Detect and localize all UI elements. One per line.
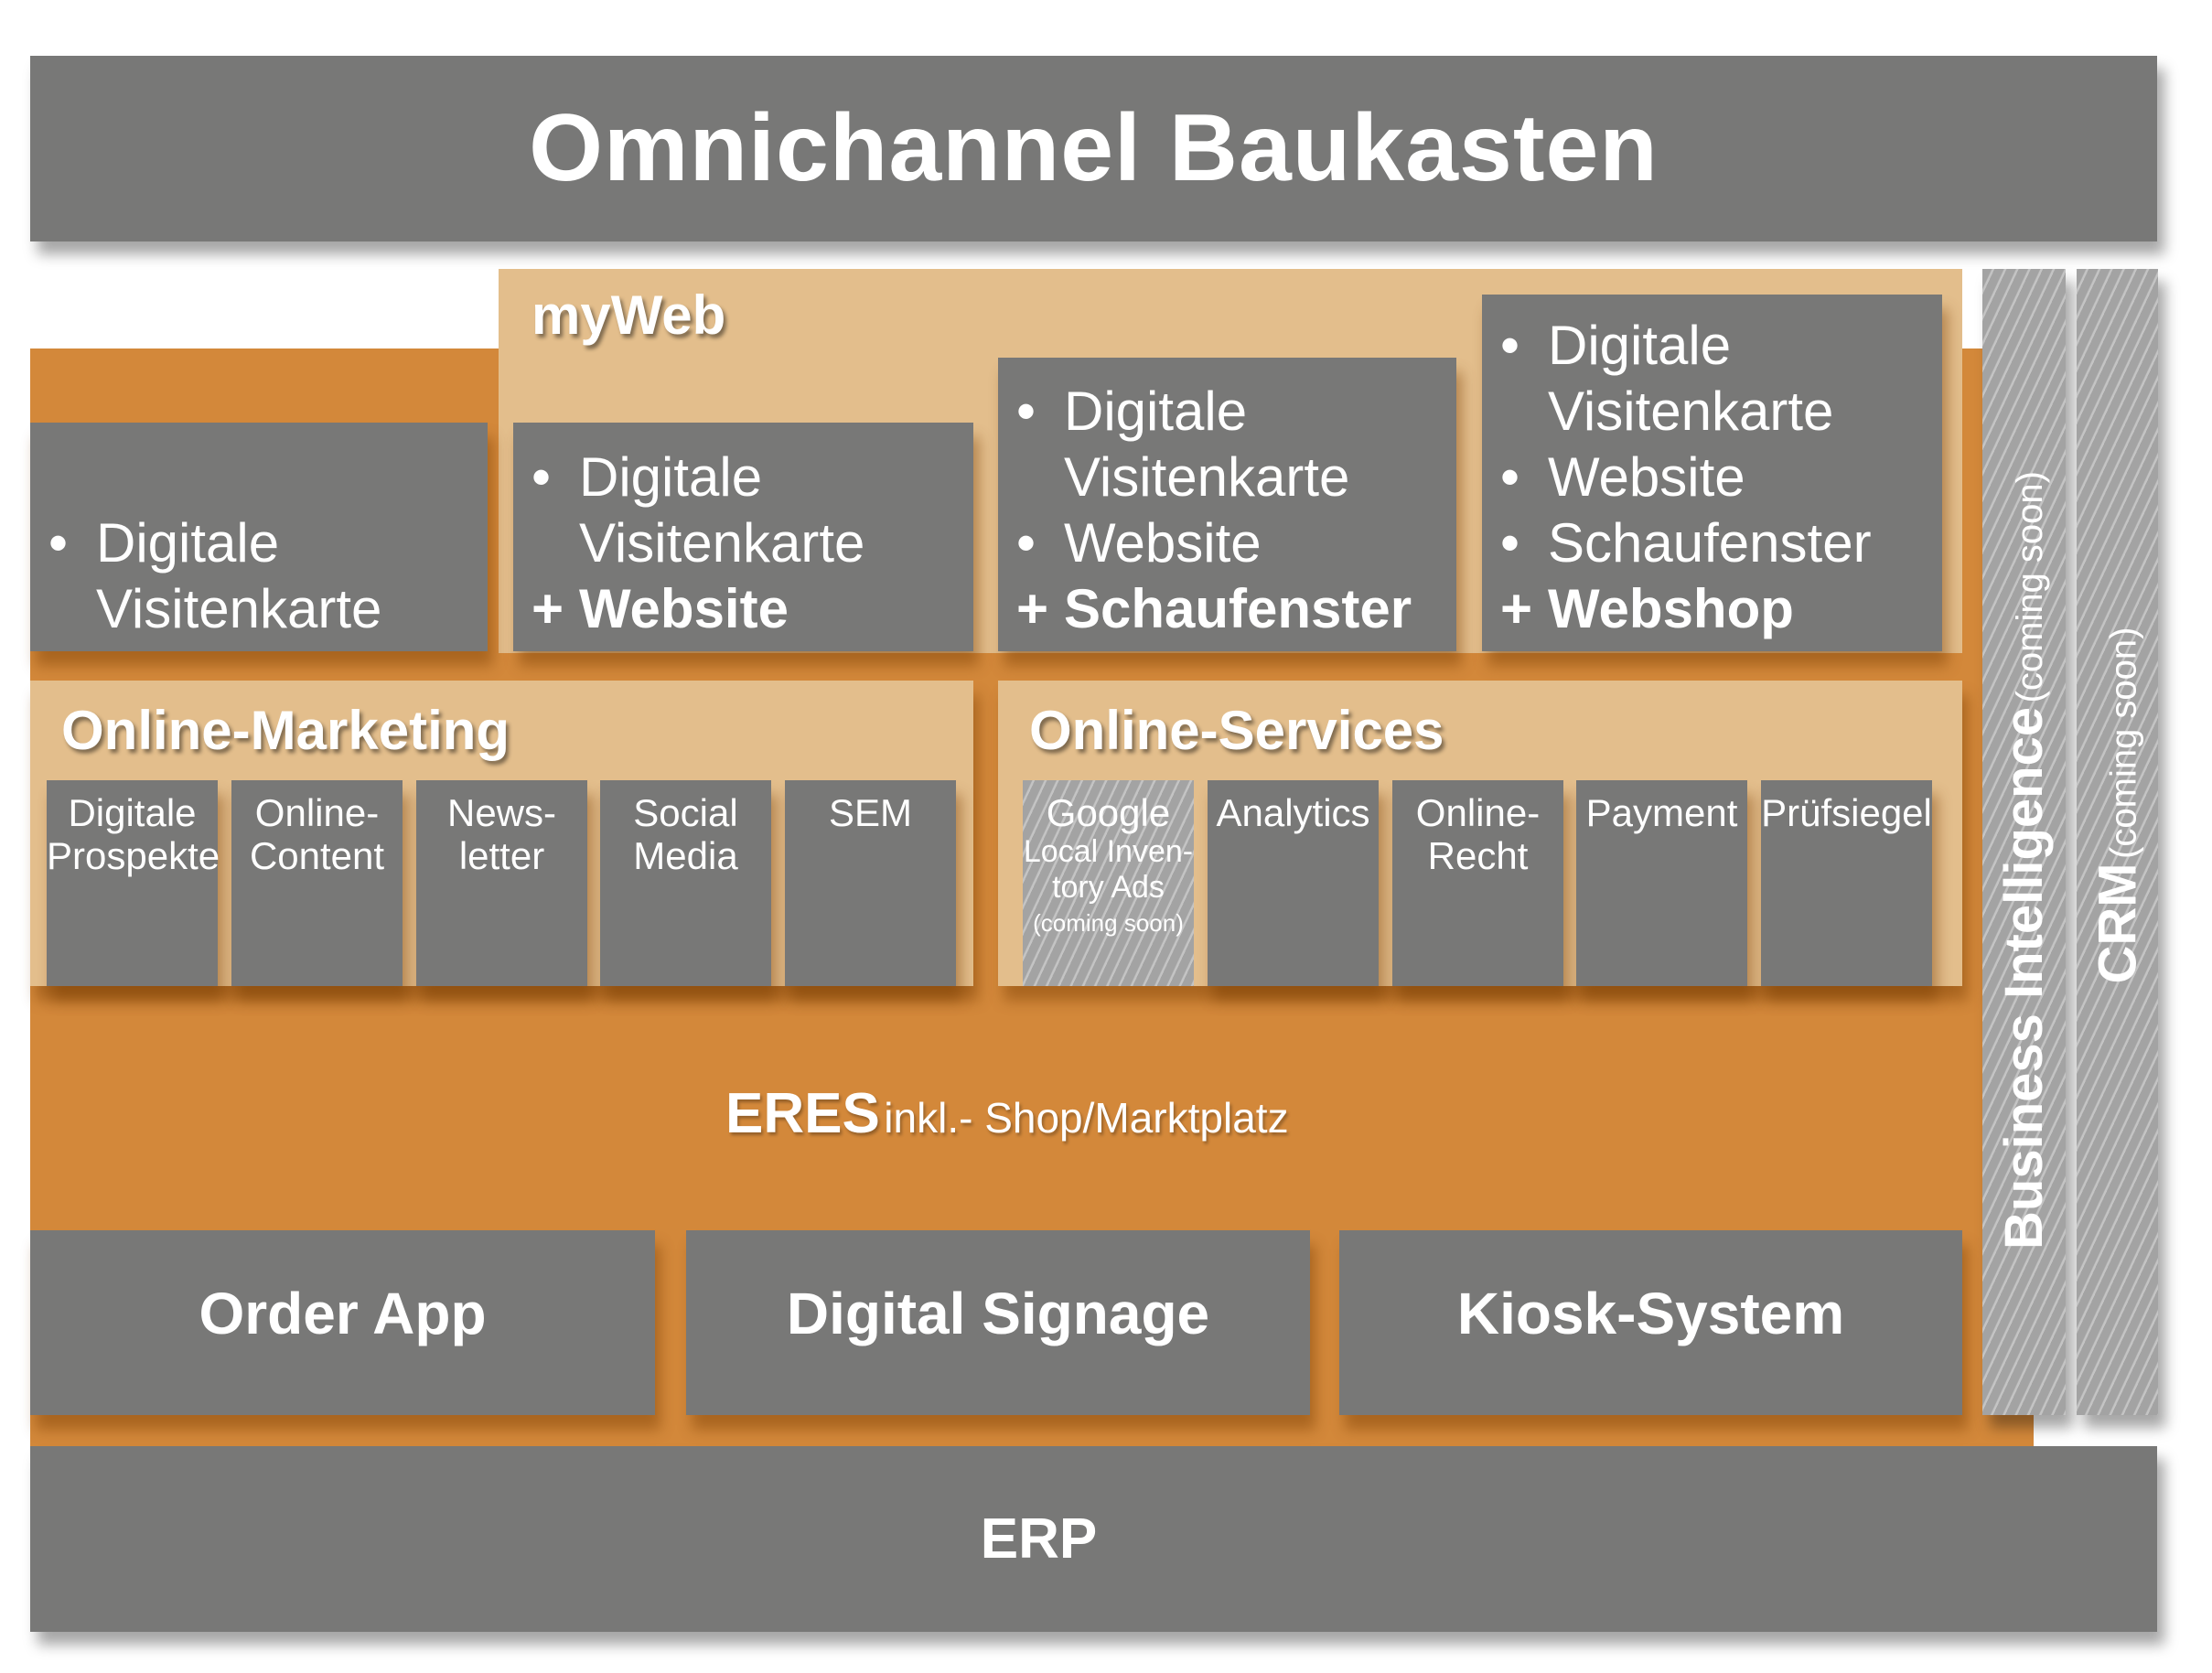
tile-online-content[interactable]: Online- Content bbox=[231, 780, 403, 986]
package-item: • Digitale Visitenkarte bbox=[48, 510, 469, 642]
package-card-1[interactable]: • Digitale Visitenkarte bbox=[30, 423, 488, 651]
bi-note: (coming soon) bbox=[2010, 471, 2051, 703]
coming-soon-note: (coming soon) bbox=[1033, 909, 1184, 937]
tile-digitale-prospekte[interactable]: Digitale Prospekte bbox=[47, 780, 220, 986]
package-card-3[interactable]: • Digitale Visitenkarte • Website + Scha… bbox=[998, 358, 1456, 651]
bullet-icon: • bbox=[48, 512, 69, 574]
package-card-2[interactable]: • Digitale Visitenkarte + Website bbox=[513, 423, 973, 651]
tile-newsletter[interactable]: News- letter bbox=[416, 780, 587, 986]
package-item: • Website bbox=[1016, 510, 1438, 576]
tile-google-local-inventory-ads[interactable]: Google Local Inven- tory Ads (coming soo… bbox=[1023, 780, 1194, 986]
tile-payment[interactable]: Payment bbox=[1576, 780, 1747, 986]
erp-label: ERP bbox=[980, 1507, 1098, 1571]
package-item: • Digitale Visitenkarte bbox=[1500, 313, 1924, 445]
strip-business-intelligence[interactable]: Business Intelligence (coming soon) bbox=[1982, 269, 2066, 1415]
tile-analytics[interactable]: Analytics bbox=[1208, 780, 1379, 986]
bullet-icon: • bbox=[1016, 381, 1036, 442]
strip-crm[interactable]: CRM (coming soon) bbox=[2077, 269, 2158, 1415]
crm-note: (coming soon) bbox=[2103, 627, 2144, 859]
plus-icon: + bbox=[1016, 578, 1049, 639]
tile-social-media[interactable]: Social Media bbox=[600, 780, 771, 986]
package-plus-item: + Webshop bbox=[1500, 576, 1924, 642]
package-plus-item: + Schaufenster bbox=[1016, 576, 1438, 642]
eres-subtitle: inkl.- Shop/Marktplatz bbox=[884, 1094, 1289, 1142]
package-item: • Digitale Visitenkarte bbox=[1016, 379, 1438, 510]
eres-title: ERES bbox=[725, 1082, 880, 1145]
package-item: • Website bbox=[1500, 445, 1924, 510]
channel-order-app[interactable]: Order App bbox=[30, 1230, 655, 1415]
myweb-label: myWeb bbox=[532, 284, 726, 346]
channel-digital-signage[interactable]: Digital Signage bbox=[686, 1230, 1310, 1415]
crm-label: CRM bbox=[2088, 863, 2148, 984]
package-plus-item: + Website bbox=[532, 576, 955, 642]
tile-pruefsiegel[interactable]: Prüfsiegel bbox=[1761, 780, 1932, 986]
channel-kiosk-system[interactable]: Kiosk-System bbox=[1339, 1230, 1962, 1415]
online-services-label: Online-Services bbox=[1029, 700, 1444, 761]
plus-icon: + bbox=[1500, 578, 1533, 639]
bi-label: Business Intelligence bbox=[1994, 706, 2055, 1249]
title-bar: Omnichannel Baukasten bbox=[30, 56, 2157, 241]
bullet-icon: • bbox=[1500, 315, 1520, 376]
eres-label: ERES inkl.- Shop/Marktplatz bbox=[725, 1081, 1289, 1146]
bullet-icon: • bbox=[1500, 512, 1520, 574]
package-item: • Schaufenster bbox=[1500, 510, 1924, 576]
tile-sem[interactable]: SEM bbox=[785, 780, 956, 986]
plus-icon: + bbox=[532, 578, 564, 639]
erp-bar: ERP bbox=[30, 1446, 2157, 1632]
bullet-icon: • bbox=[1500, 446, 1520, 508]
package-card-4[interactable]: • Digitale Visitenkarte • Website • Scha… bbox=[1482, 295, 1942, 651]
page-title: Omnichannel Baukasten bbox=[529, 95, 1659, 201]
bullet-icon: • bbox=[532, 446, 552, 508]
online-marketing-label: Online-Marketing bbox=[61, 700, 510, 761]
package-item: • Digitale Visitenkarte bbox=[532, 445, 955, 576]
bullet-icon: • bbox=[1016, 512, 1036, 574]
tile-online-recht[interactable]: Online- Recht bbox=[1392, 780, 1563, 986]
